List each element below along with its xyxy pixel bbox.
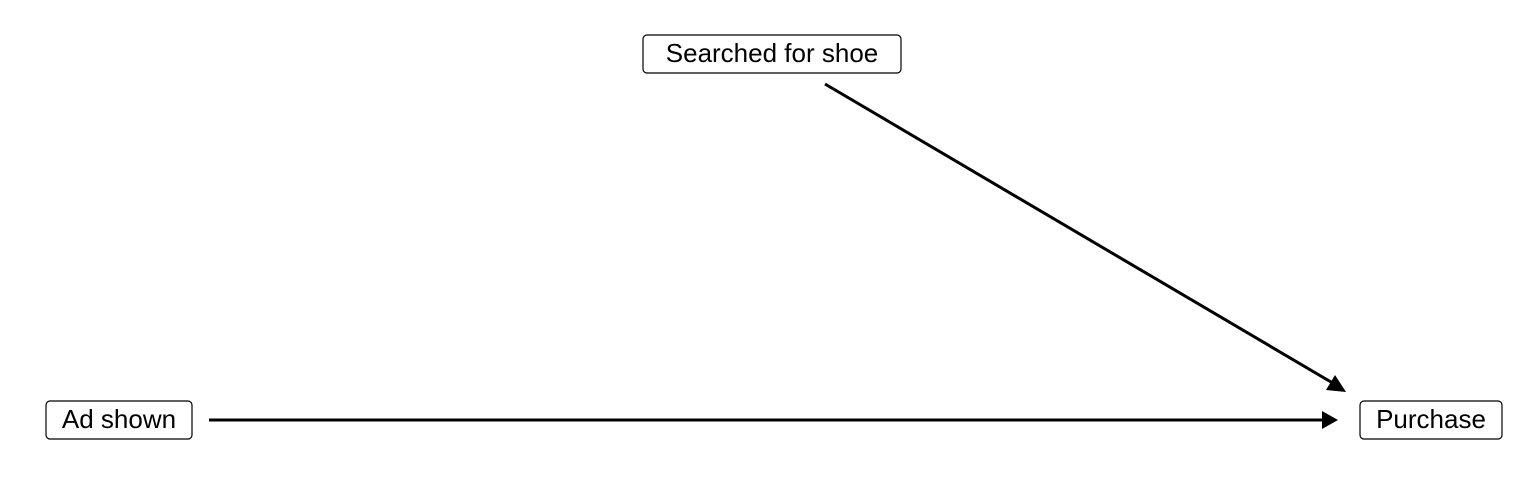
node-label-purchase: Purchase (1376, 404, 1486, 434)
node-box-purchase (1359, 400, 1503, 440)
edge-line-searched-to-purchase (824, 82, 1332, 384)
edge-ad-to-purchase (209, 411, 1338, 429)
node-label-ad: Ad shown (62, 404, 176, 434)
node-label-searched: Searched for shoe (666, 38, 878, 68)
arrowhead-ad-to-purchase (1322, 411, 1338, 429)
node-searched-for-shoe: Searched for shoe (642, 34, 902, 74)
node-purchase: Purchase (1359, 400, 1503, 440)
node-ad-shown: Ad shown (45, 400, 193, 440)
edge-searched-to-purchase (824, 82, 1346, 392)
node-box-searched (642, 34, 902, 74)
arrowhead-searched-to-purchase (1326, 375, 1346, 392)
node-box-ad (45, 400, 193, 440)
